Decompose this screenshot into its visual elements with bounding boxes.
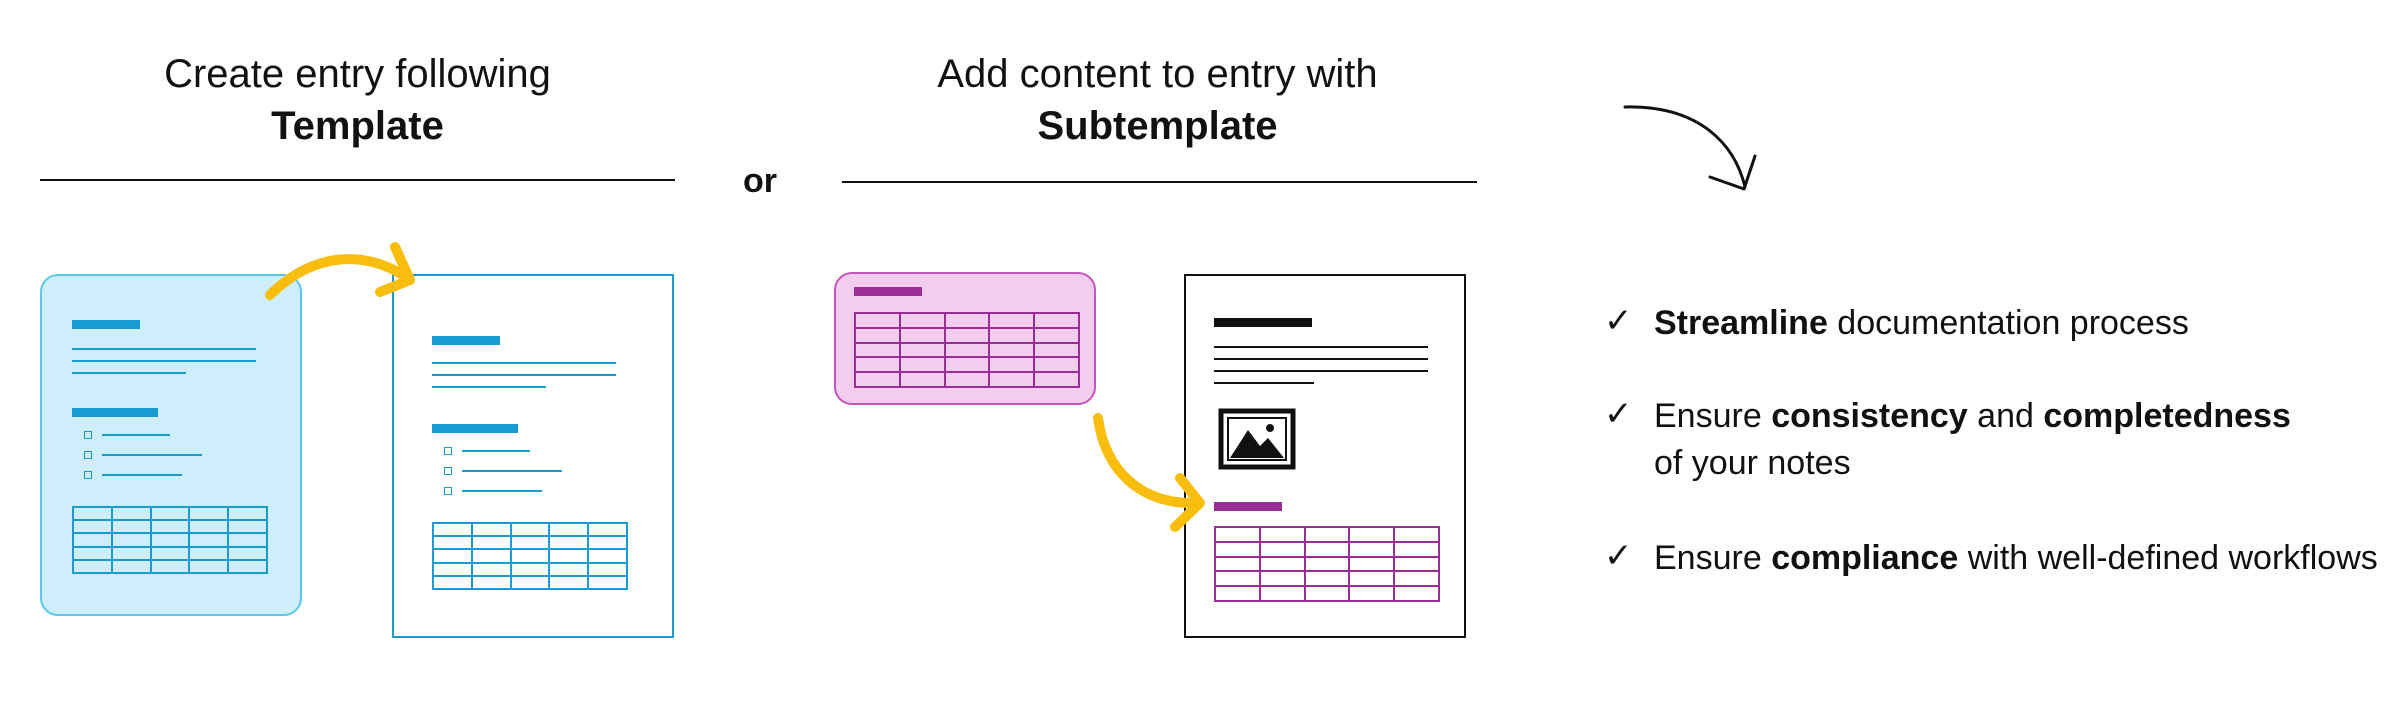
checkmark-icon: ✓	[1604, 537, 1633, 575]
text-line	[102, 434, 170, 436]
text-line	[72, 360, 256, 362]
checkbox-icon	[84, 471, 92, 479]
curved-arrow-icon	[1093, 413, 1205, 532]
checkmark-icon: ✓	[1604, 302, 1633, 340]
text-line	[1214, 346, 1428, 348]
new-entry-page	[392, 274, 674, 638]
benefit-text-bold: compliance	[1771, 539, 1959, 577]
text-line	[1214, 382, 1314, 384]
template-divider	[40, 179, 675, 181]
text-line	[462, 450, 530, 452]
benefit-text: Streamline documentation process	[1654, 300, 2384, 347]
checkbox-icon	[444, 447, 452, 455]
text-line	[1214, 370, 1428, 372]
table-icon	[1214, 526, 1440, 602]
benefit-text-regular: and	[1967, 397, 2044, 435]
subtemplate-heading: Add content to entry with Subtemplate	[840, 48, 1475, 152]
text-line	[72, 348, 256, 350]
subtemplate-card	[834, 272, 1096, 405]
template-heading-line2: Template	[271, 104, 444, 148]
benefit-text-regular: Ensure	[1654, 539, 1772, 577]
table-icon	[432, 521, 628, 591]
text-line	[432, 374, 616, 376]
heading-bar	[72, 408, 158, 417]
existing-entry-page	[1184, 274, 1466, 638]
heading-bar	[432, 424, 518, 433]
text-line	[432, 362, 616, 364]
curved-arrow-icon	[1623, 105, 1757, 191]
checkmark-icon: ✓	[1604, 395, 1633, 433]
checkbox-icon	[444, 487, 452, 495]
subtemplate-divider	[842, 181, 1477, 183]
heading-bar	[432, 336, 500, 345]
benefit-text-bold: consistency	[1771, 397, 1968, 435]
text-line	[432, 386, 546, 388]
benefit-text: Ensure consistency and completedness of y…	[1654, 393, 2384, 487]
text-line	[1214, 358, 1428, 360]
checkbox-icon	[444, 467, 452, 475]
benefit-text-regular: Ensure	[1654, 397, 1772, 435]
heading-bar	[1214, 318, 1312, 327]
benefit-text-regular: documentation process	[1827, 304, 2189, 342]
benefit-text: Ensure compliance with well-defined work…	[1654, 535, 2384, 582]
subtemplate-heading-line2: Subtemplate	[1037, 104, 1278, 148]
template-card	[40, 274, 302, 616]
text-line	[72, 372, 186, 374]
template-heading: Create entry following Template	[40, 48, 675, 152]
or-label: or	[743, 162, 777, 200]
template-heading-line1: Create entry following	[164, 52, 551, 96]
text-line	[462, 470, 562, 472]
heading-bar	[72, 320, 140, 329]
table-icon	[854, 312, 1080, 388]
heading-bar	[854, 287, 922, 296]
subtemplate-heading-line1: Add content to entry with	[937, 52, 1378, 96]
benefit-text-bold: completedness	[2043, 397, 2291, 435]
text-line	[462, 490, 542, 492]
benefit-text-regular: of your notes	[1654, 444, 1851, 482]
checkbox-icon	[84, 451, 92, 459]
curved-arrow-icon	[265, 242, 415, 300]
image-icon	[1218, 408, 1296, 470]
heading-bar	[1214, 502, 1282, 511]
text-line	[102, 454, 202, 456]
benefit-text-regular: with well-defined workflows	[1958, 539, 2378, 577]
table-icon	[72, 505, 268, 575]
checkbox-icon	[84, 431, 92, 439]
benefit-text-bold: Streamline	[1654, 304, 1828, 342]
text-line	[102, 474, 182, 476]
